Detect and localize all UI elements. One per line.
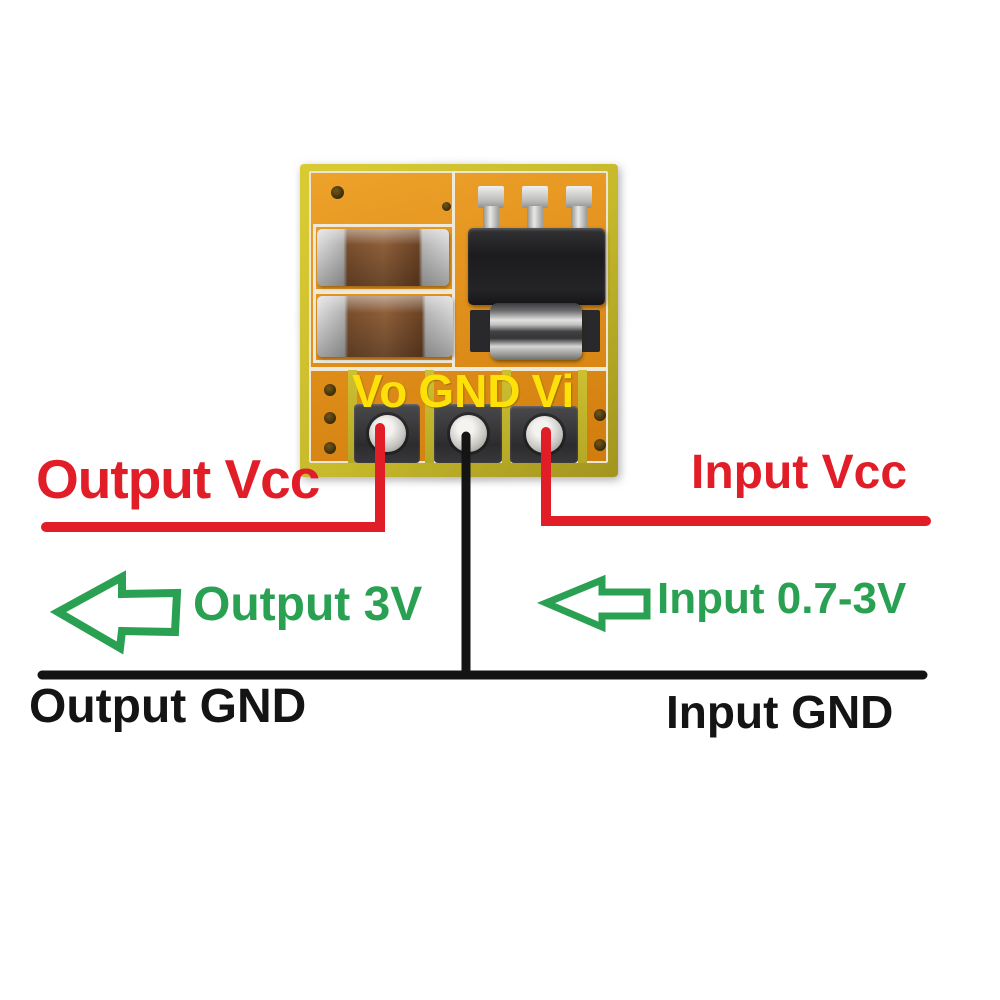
capacitor [317, 229, 449, 286]
output-gnd-label: Output GND [29, 680, 307, 733]
silkscreen-line [309, 367, 608, 371]
ic-leg [566, 186, 592, 232]
drill-hole [594, 409, 606, 421]
pad-hole-vi [525, 416, 563, 453]
ic-chip [468, 228, 605, 305]
silkscreen-outline [313, 291, 455, 363]
pin-label-vi: Vi [531, 365, 575, 417]
pcb-board: Vo GND Vi [300, 164, 618, 477]
drill-hole [324, 442, 336, 454]
pcb-edge-gap [578, 370, 587, 463]
input-direction-arrow-icon [536, 574, 651, 633]
pcb-edge-gap [425, 370, 434, 463]
inductor-terminal [470, 310, 492, 352]
pcb-edge-gap [502, 370, 511, 463]
pad-hole-gnd [449, 415, 487, 452]
output-vcc-label: Output Vcc [36, 448, 320, 510]
drill-hole [324, 384, 336, 396]
ic-leg [522, 186, 548, 232]
pad-hole-vo [368, 415, 406, 452]
input-vcc-label: Input Vcc [691, 446, 908, 499]
pin-labels: Vo GND Vi [352, 368, 574, 414]
output-direction-arrow-icon [49, 570, 182, 655]
input-gnd-label: Input GND [666, 686, 894, 738]
pcb-edge-gap [348, 370, 357, 463]
inductor-terminal [580, 310, 600, 352]
drill-hole [331, 186, 344, 199]
inductor [490, 303, 582, 360]
capacitor [317, 296, 453, 357]
pin-label-vo: Vo [352, 365, 408, 417]
ic-leg [478, 186, 504, 232]
input-voltage-label: Input 0.7-3V [657, 574, 907, 623]
output-voltage-label: Output 3V [193, 578, 423, 631]
module-photo: Vo GND Vi [292, 152, 628, 490]
pin-label-gnd: GND [418, 365, 521, 417]
drill-hole [442, 202, 451, 211]
drill-hole [594, 439, 606, 451]
silkscreen-outline [313, 224, 455, 292]
drill-hole [324, 412, 336, 424]
